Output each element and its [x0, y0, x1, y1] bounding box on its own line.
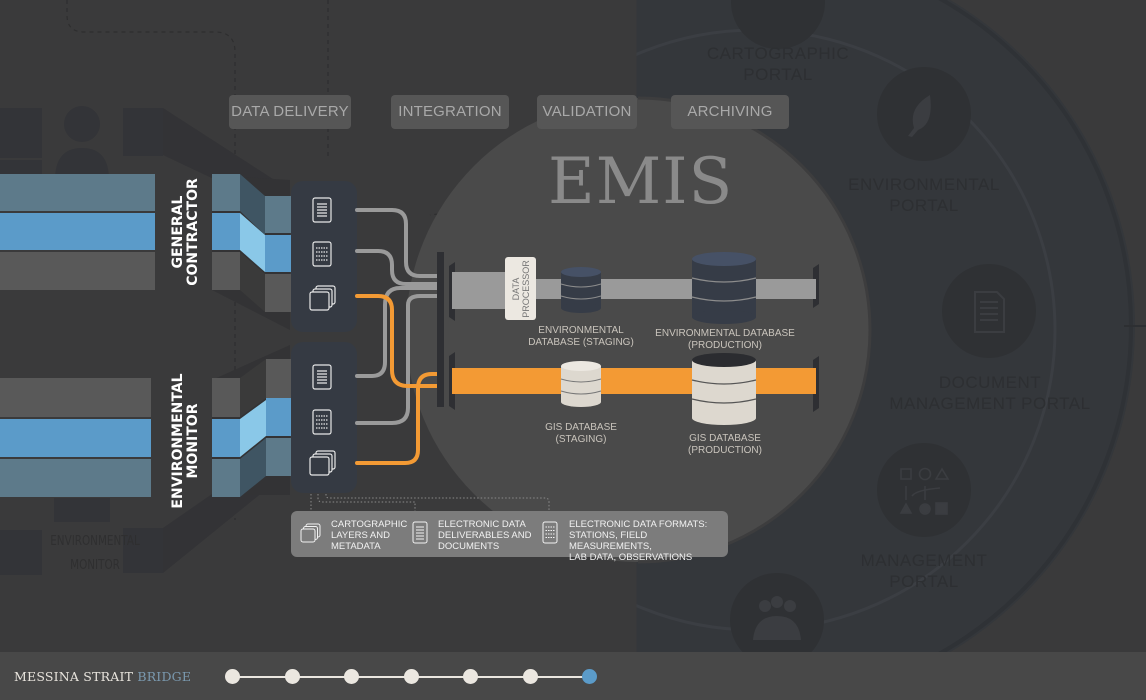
cartographic-portal-button[interactable]: [731, 0, 825, 49]
brand-accent: BRIDGE: [137, 669, 192, 684]
em-bar-mid: [0, 419, 151, 457]
source-label-line2: MONITOR: [185, 403, 201, 479]
tab-integration[interactable]: INTEGRATION: [391, 95, 509, 129]
system-title: EMIS: [548, 145, 734, 219]
source-label-line1: ENVIRONMENTAL: [170, 373, 186, 509]
gc-bar-mid: [0, 213, 155, 250]
footer: MESSINA STRAIT BRIDGE: [0, 652, 1146, 700]
brand-logo: MESSINA STRAIT BRIDGE: [14, 669, 191, 684]
gis-staging-db-icon[interactable]: [560, 361, 602, 407]
gis-production-db-icon[interactable]: [691, 353, 757, 425]
em-document-icon[interactable]: [312, 364, 332, 390]
connector-gc-layers: [355, 294, 440, 388]
em-hub[interactable]: [291, 342, 357, 493]
timeline-step-2[interactable]: [284, 669, 300, 684]
env-production-db-icon[interactable]: [691, 252, 757, 324]
document-portal-button[interactable]: [942, 264, 1036, 358]
emis-circle: [406, 98, 870, 562]
timeline-step-1[interactable]: [225, 669, 240, 684]
timeline-step-3[interactable]: [344, 669, 359, 684]
ghost-source-label: ENVIRONMENTAL MONITOR: [50, 534, 140, 573]
env-pipeline: [507, 279, 816, 299]
timeline-step-6[interactable]: [522, 669, 538, 684]
gc-data-sheet-icon[interactable]: [312, 241, 332, 267]
document-icon: [412, 521, 428, 544]
em-bar-bottom: [0, 459, 151, 497]
env-production-db-label: ENVIRONMENTAL DATABASE(PRODUCTION): [655, 328, 795, 351]
gc-document-icon[interactable]: [312, 197, 332, 223]
brand-main: MESSINA STRAIT: [14, 669, 134, 684]
connector-em-data: [355, 294, 440, 425]
source-label-line2: CONTRACTOR: [185, 178, 201, 286]
tab-archiving[interactable]: ARCHIVING: [671, 95, 789, 129]
gc-bar-top: [0, 174, 155, 211]
source-general-contractor: GENERAL CONTRACTOR: [170, 172, 201, 292]
connector-gc-data: [355, 249, 440, 286]
tab-validation[interactable]: VALIDATION: [537, 95, 637, 129]
connector-em-layers: [355, 372, 440, 465]
diagram-stage: DATA DELIVERY INTEGRATION VALIDATION ARC…: [0, 0, 1146, 652]
gc-bar-bottom: [0, 252, 155, 290]
em-data-sheet-icon[interactable]: [312, 409, 332, 435]
timeline-step-4[interactable]: [403, 669, 419, 684]
timeline-step-7[interactable]: [582, 669, 597, 684]
gis-staging-db-label: GIS DATABASE(STAGING): [545, 422, 617, 445]
document-icon: [974, 291, 1005, 333]
env-pipeline-start: [452, 272, 507, 309]
users-icon: [753, 596, 801, 640]
data-sheet-icon: [542, 521, 558, 544]
source-environmental-monitor: ENVIRONMENTAL MONITOR: [170, 371, 201, 511]
connector-em-docs: [355, 286, 440, 378]
em-bar-top: [0, 378, 151, 417]
legend-item-formats: ELECTRONIC DATA FORMATS:STATIONS, FIELD …: [569, 519, 708, 563]
timeline-step-5[interactable]: [463, 669, 478, 684]
leaf-icon: [908, 95, 931, 137]
gis-pipeline: [452, 368, 816, 394]
workflow-icon: [899, 467, 950, 515]
connector-gc-docs: [355, 208, 440, 278]
gis-production-db-label: GIS DATABASE(PRODUCTION): [688, 433, 762, 456]
tab-data-delivery[interactable]: DATA DELIVERY: [229, 95, 351, 129]
env-staging-db-icon[interactable]: [560, 267, 602, 313]
stakeholder-portal-button[interactable]: [730, 573, 824, 652]
gc-layers-icon[interactable]: [309, 285, 336, 311]
em-layers-icon[interactable]: [309, 450, 336, 476]
layers-icon: [300, 523, 321, 543]
source-label-line1: GENERAL: [170, 195, 186, 269]
